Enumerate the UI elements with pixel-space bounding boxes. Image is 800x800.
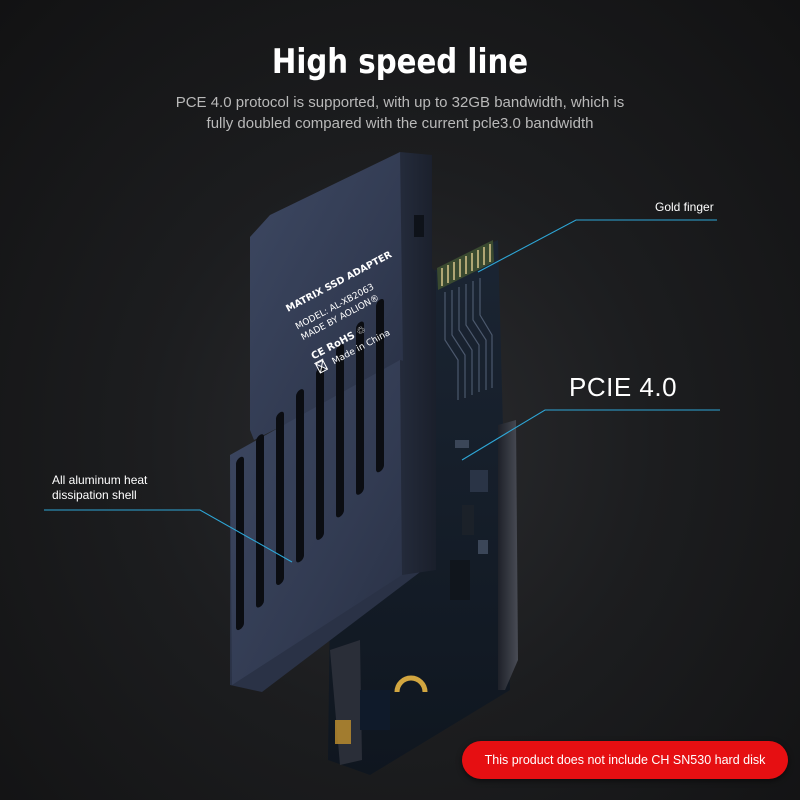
- enclosure-edge: [498, 420, 518, 690]
- callout-gold-finger: Gold finger: [655, 200, 714, 214]
- callout-line-shell: [44, 509, 293, 563]
- subtitle-line-1: PCE 4.0 protocol is supported, with up t…: [175, 94, 625, 111]
- vent-slots: [236, 298, 384, 631]
- subtitle: PCE 4.0 protocol is supported, with up t…: [100, 92, 700, 134]
- callout-shell-line-2: dissipation shell: [52, 488, 137, 502]
- callout-pcie: PCIE 4.0: [569, 372, 678, 402]
- callout-shell: All aluminum heat dissipation shell: [52, 473, 182, 503]
- trash-bin-icon: [314, 358, 329, 374]
- callout-line-pcie: [461, 409, 720, 461]
- subtitle-line-2: fully doubled compared with the current …: [206, 115, 594, 132]
- headline: High speed line: [271, 42, 529, 82]
- callout-line-gold-finger: [477, 219, 717, 273]
- callout-shell-line-1: All aluminum heat: [52, 473, 148, 487]
- disclaimer-badge: This product does not include CH SN530 h…: [462, 741, 788, 779]
- callout-lines: [44, 219, 720, 563]
